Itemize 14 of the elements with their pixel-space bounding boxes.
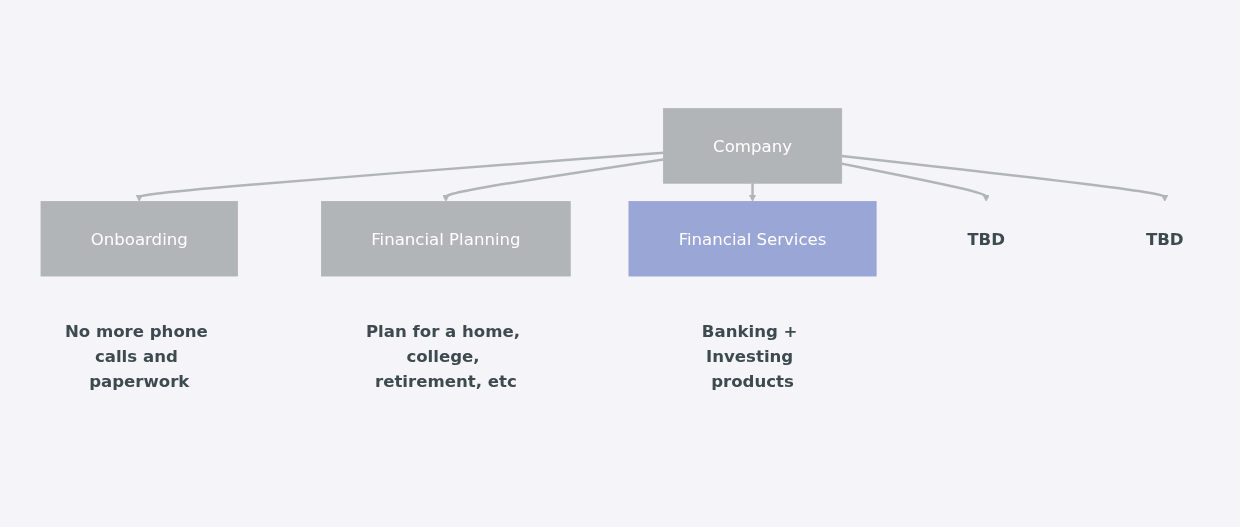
node-box: Company	[662, 108, 843, 184]
arrow	[841, 162, 990, 202]
arrow	[135, 151, 664, 202]
node-box: Financial Services	[628, 200, 877, 277]
node-label: No more phone calls and paperwork	[64, 321, 208, 392]
arrow	[748, 183, 757, 202]
node-label: Banking + Investing products	[701, 321, 798, 392]
node-box: Onboarding	[40, 200, 238, 277]
node-text: TBD	[967, 228, 1006, 249]
node-box: Financial Planning	[321, 200, 571, 277]
arrow	[442, 158, 664, 202]
arrow	[841, 154, 1169, 202]
node-text: TBD	[1145, 228, 1184, 249]
node-label: Plan for a home, college, retirement, etc	[365, 321, 521, 392]
